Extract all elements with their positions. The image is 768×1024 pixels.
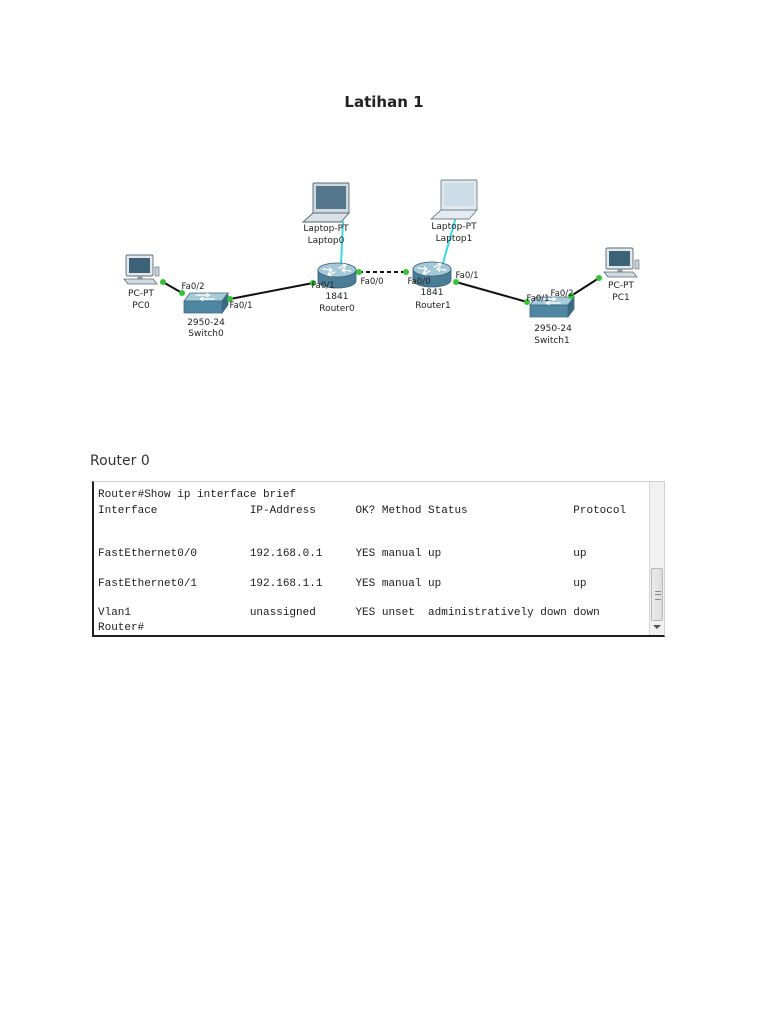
port-label: Fa0/1	[312, 281, 335, 291]
link-status-dot	[160, 279, 166, 285]
device-name-label: Switch0	[188, 329, 224, 339]
table-header: Interface IP-Address OK? Method Status P…	[98, 504, 643, 518]
port-label: Fa0/2	[551, 289, 574, 299]
table-row: Vlan1 unassigned YES unset administrativ…	[98, 606, 643, 620]
cable-switch1-pc1	[570, 277, 600, 297]
device-model-label: 2950-24	[534, 324, 572, 334]
link-status-dot	[568, 293, 574, 299]
link-status-dot	[596, 275, 602, 281]
port-label: Fa0/1	[456, 271, 479, 281]
link-status-dot	[453, 279, 459, 285]
ip-address-cell: 192.168.1.1	[249, 578, 323, 590]
port-label: Fa0/0	[408, 277, 431, 287]
link-status-dot	[356, 269, 362, 275]
interface-cell: Vlan1	[98, 607, 132, 619]
device-model-label: 1841	[326, 292, 349, 302]
link-status-dot	[310, 280, 316, 286]
command-line: Router#Show ip interface brief	[98, 489, 297, 501]
device-pc1	[603, 247, 640, 278]
pc-icon	[123, 254, 160, 285]
column-header-protocol: Protocol	[573, 505, 627, 517]
cable-router1-switch1	[455, 281, 528, 303]
laptop-icon	[430, 179, 478, 220]
device-model-label: 1841	[421, 288, 444, 298]
switch-icon	[183, 292, 229, 314]
link-status-dot	[179, 290, 185, 296]
terminal-output: Router#Show ip interface brief Interface…	[92, 481, 665, 637]
port-label: Fa0/1	[230, 301, 253, 311]
protocol-cell: down	[573, 607, 600, 619]
link-status-dot	[403, 269, 409, 275]
cli-prompt: Router#	[98, 622, 145, 634]
method-cell: manual	[381, 578, 422, 590]
column-header-method: Method	[381, 505, 422, 517]
status-cell: up	[428, 578, 442, 590]
device-laptop1	[430, 179, 478, 220]
link-status-dot	[227, 296, 233, 302]
port-label: Fa0/2	[182, 282, 205, 292]
device-name-label: Laptop0	[308, 236, 345, 246]
table-row: FastEthernet0/0 192.168.0.1 YES manual u…	[98, 547, 643, 561]
device-laptop0	[302, 182, 350, 223]
console-cable-laptop0-router0	[340, 220, 344, 266]
device-name-label: PC1	[612, 293, 629, 303]
port-label: Fa0/0	[361, 277, 384, 287]
interface-cell: FastEthernet0/0	[98, 548, 198, 560]
protocol-cell: up	[573, 548, 587, 560]
grip-icon	[655, 591, 661, 600]
ok-cell: YES	[355, 578, 376, 590]
device-name-label: Switch1	[534, 336, 569, 346]
ip-address-cell: unassigned	[249, 607, 316, 619]
device-labels: PC-PT PC0 2950-24 Switch0 1841 Router0 L…	[128, 222, 634, 346]
device-name-label: Router1	[415, 301, 451, 311]
port-label: Fa0/1	[527, 294, 550, 304]
page-title: Latihan 1	[344, 93, 424, 111]
pc-icon	[603, 247, 640, 278]
section-heading: Router 0	[90, 453, 150, 469]
status-cell: up	[428, 548, 442, 560]
vertical-scrollbar[interactable]	[649, 482, 664, 635]
column-header-ip-address: IP-Address	[249, 505, 316, 517]
network-topology-diagram: PC-PT PC0 2950-24 Switch0 1841 Router0 L…	[123, 179, 640, 346]
method-cell: manual	[381, 548, 422, 560]
column-header-ok: OK?	[355, 505, 376, 517]
column-header-status: Status	[428, 505, 468, 517]
cable-switch0-router0	[229, 282, 314, 300]
cable-pc0-switch0	[162, 281, 183, 294]
ip-address-cell: 192.168.0.1	[249, 548, 323, 560]
ok-cell: YES	[355, 548, 376, 560]
laptop-icon	[302, 182, 350, 223]
link-status-dots	[160, 269, 602, 305]
device-type-label: PC-PT	[128, 289, 154, 299]
device-model-label: 2950-24	[187, 318, 225, 328]
scroll-down-arrow-icon[interactable]	[653, 625, 661, 629]
port-labels: Fa0/2 Fa0/1 Fa0/1 Fa0/0 Fa0/0 Fa0/1 Fa0/…	[182, 271, 574, 311]
device-type-label: PC-PT	[608, 281, 634, 291]
interface-cell: FastEthernet0/1	[98, 578, 198, 590]
link-status-dot	[524, 299, 530, 305]
ok-cell: YES	[355, 607, 376, 619]
device-name-label: PC0	[132, 301, 150, 311]
scrollbar-thumb[interactable]	[651, 568, 663, 621]
device-pc0	[123, 254, 160, 285]
cables	[162, 216, 600, 303]
console-cable-laptop1-router1	[442, 216, 457, 264]
column-header-interface: Interface	[98, 505, 158, 517]
status-cell: administratively down	[428, 607, 567, 619]
method-cell: unset	[381, 607, 415, 619]
device-type-label: Laptop-PT	[303, 224, 349, 234]
device-name-label: Router0	[319, 304, 355, 314]
protocol-cell: up	[573, 578, 587, 590]
device-switch0	[183, 292, 229, 314]
table-row: FastEthernet0/1 192.168.1.1 YES manual u…	[98, 577, 643, 591]
device-type-label: Laptop-PT	[431, 222, 477, 232]
device-name-label: Laptop1	[436, 234, 473, 244]
